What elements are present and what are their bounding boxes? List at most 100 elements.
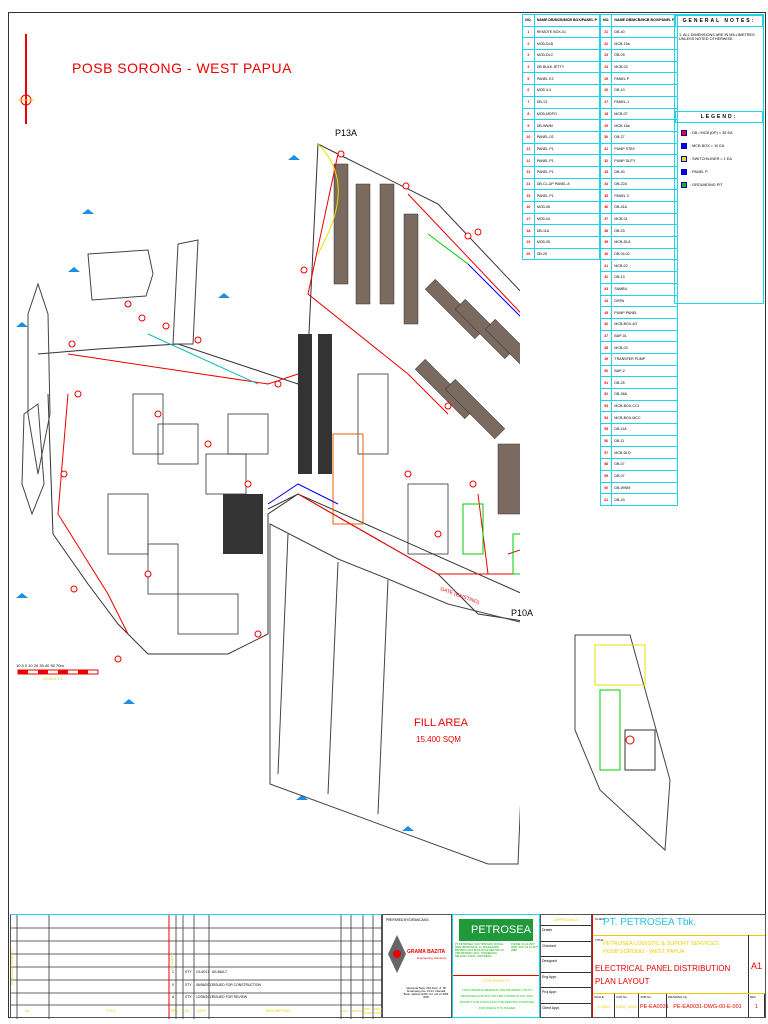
designer-subtitle: Engineering Solutions	[417, 956, 447, 960]
panel-number: 36	[599, 201, 613, 214]
title-label: TITLE:	[595, 938, 605, 942]
panel-number: 4	[522, 60, 535, 74]
label-fill-area-size: 15.400 SQM	[416, 735, 461, 744]
panel-number: 56	[599, 434, 613, 448]
client-label: CLIENT:	[595, 917, 607, 921]
hdr-desgn: DESGN	[352, 1009, 363, 1013]
revision-date: 1/1/2017	[196, 970, 210, 974]
panel-name: DB-CL-UP PANEL-8	[533, 177, 601, 191]
panel-name: DB-40	[611, 25, 678, 39]
legend-item: : PANEL P	[681, 169, 763, 175]
panel-number: 33	[599, 165, 613, 179]
sheet-size: A1	[751, 961, 763, 971]
panel-name: DB-09	[611, 49, 678, 62]
revision-description: ISSUED FOR REVIEW	[212, 995, 248, 999]
panel-number: 14	[522, 177, 535, 191]
panel-name: DB-WWM	[533, 119, 601, 132]
label-fill-area: FILL AREA	[414, 717, 469, 729]
panel-number: 50	[599, 364, 613, 378]
hdr-no: No.	[25, 1009, 31, 1013]
panel-name: PUMP STBY	[611, 142, 678, 156]
panel-name: PANEL P1	[533, 165, 601, 179]
storage-racks	[333, 163, 520, 515]
field-value: 1:1000	[597, 1004, 610, 1009]
panel-number: 13	[522, 165, 535, 179]
hdr-rev: REV	[171, 1009, 179, 1013]
panel-number: 22	[599, 37, 613, 51]
panel-number: 47	[599, 329, 613, 343]
revision-date: 06/06/2017	[196, 982, 213, 987]
panel-name: DB-11A	[533, 224, 601, 238]
panel-number: 1	[522, 25, 535, 39]
panel-number: 24	[599, 60, 613, 74]
panel-number: 54	[599, 411, 613, 425]
panel-name: DB-WWM	[611, 481, 678, 495]
panel-number: 52	[599, 388, 613, 401]
revision-rev: 1	[172, 970, 174, 974]
panel-name: DB-07	[611, 458, 678, 471]
panel-name: PANEL P1	[533, 142, 601, 156]
panel-name: DB-25	[611, 376, 678, 389]
title-field: JOB No.PE-EA0031	[639, 994, 669, 1017]
panel-number: 41	[599, 259, 613, 273]
notes-panel: GENERAL NOTES: 1. ALL DIMENSIONS ARE IN …	[674, 14, 764, 304]
site-plan: 10 5 0 10 20 30 40 50 70m SCALE 1:1 P13A…	[16, 34, 520, 865]
buildings	[107, 373, 449, 635]
approvals-title: APPROVALS	[554, 917, 578, 922]
revisions-label: REVISIONS	[170, 953, 174, 970]
field-label: REV	[750, 995, 757, 999]
panel-number: 31	[599, 142, 613, 156]
panel-name: PUMP DUTY	[611, 154, 678, 167]
revision-by: STY	[185, 970, 192, 974]
client-name: PT. PETROSEA Tbk.	[603, 917, 697, 928]
hdr-description: DESCRIPTION	[266, 1009, 290, 1013]
panel-name: MCB-03	[611, 60, 678, 74]
north-arrow-icon	[18, 34, 34, 124]
panel-number: 49	[599, 352, 613, 366]
legend-label: : PANEL P	[690, 170, 708, 174]
panel-number: 60	[599, 481, 613, 495]
panel-number: 5	[522, 72, 535, 86]
col-no: NO.	[599, 14, 613, 27]
panel-name: DRPA	[611, 294, 678, 308]
designer-address: Alamanda Tower 25th Floor, Jl. TB Simatu…	[403, 987, 449, 999]
notes-title: GENERAL NOTES:	[675, 15, 763, 27]
panel-number: 11	[522, 142, 535, 156]
panel-name: DB-40	[611, 165, 678, 179]
grama-bazita-logo	[388, 935, 406, 973]
title-line-1: PETROSEA LOGISTIC & SUPORT SERVICES	[603, 941, 719, 947]
scale-ticks: 10 5 0 10 20 30 40 50 70m	[16, 663, 64, 668]
panel-name: MCB-03	[611, 341, 678, 354]
panel-name: BAP-01	[611, 329, 678, 343]
panel-number: 53	[599, 399, 613, 413]
site-plan-annex	[574, 634, 671, 852]
panel-name: PANEL-1	[611, 95, 678, 109]
panel-number: 6	[522, 84, 535, 97]
panel-number: 48	[599, 341, 613, 354]
legend-list: : DB / MCB (DP) = 35 EA: MCB BOX = 10 EA…	[675, 130, 763, 188]
field-label: DRAWING No.	[668, 995, 688, 999]
